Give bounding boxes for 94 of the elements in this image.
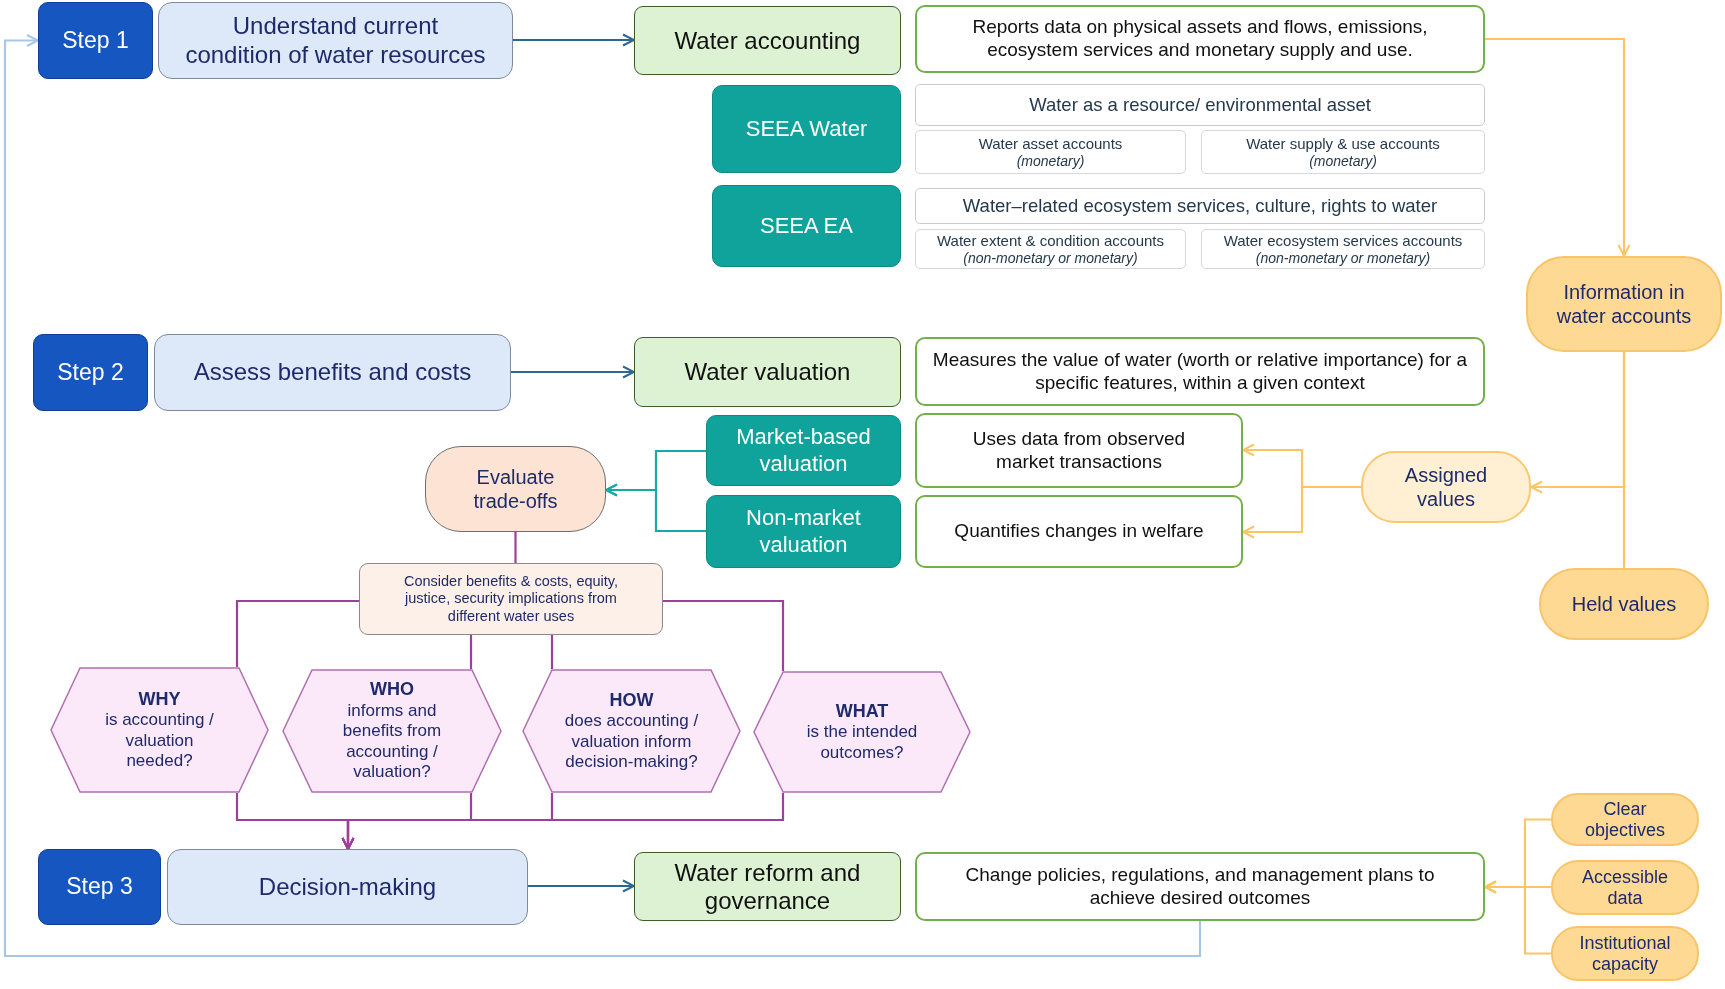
values-label: Held values [1571, 592, 1677, 616]
account-box [915, 229, 1186, 269]
arrow [1484, 880, 1551, 955]
category-label: Water as a resource/ environmental asset [1029, 93, 1371, 117]
account-title: Water ecosystem services accounts [1223, 232, 1463, 250]
question-hexagon [50, 667, 269, 793]
process-box [158, 2, 513, 79]
process-box [167, 849, 528, 925]
question-text: is the intended outcomes? [805, 722, 919, 764]
category-box [915, 84, 1485, 126]
factor-label: Clear objectives [1583, 798, 1666, 841]
account-note: (non-monetary or monetary) [1255, 249, 1431, 266]
connector-line [1622, 352, 1626, 568]
question-heading: HOW [609, 689, 654, 712]
framework-label: SEEA Water [745, 115, 868, 143]
arrow [3, 34, 1202, 958]
evaluation-label: Evaluate trade-offs [472, 465, 559, 513]
description-text: Change policies, regulations, and management plans to achieve desired outcomes [964, 863, 1436, 910]
factor-label: Institutional capacity [1578, 932, 1672, 975]
question-heading: WHO [370, 679, 414, 701]
topic-label: Water valuation [684, 358, 851, 386]
evaluation-box [425, 446, 606, 532]
description-text: Quantifies changes in welfare [954, 520, 1204, 543]
connector-line [550, 635, 554, 669]
question-hexagon [282, 669, 502, 793]
framework-box [712, 85, 901, 173]
process-label: Decision-making [258, 872, 437, 902]
factor-pill [1551, 793, 1699, 846]
description-box [915, 495, 1243, 568]
description-box [915, 413, 1243, 488]
framework-box [712, 185, 901, 267]
account-note: (non-monetary or monetary) [963, 249, 1138, 266]
consideration-text: Consider benefits & costs, equity, justice, security implications from different water uses [402, 572, 620, 626]
question-heading: WHY [138, 688, 181, 711]
values-label: Assigned values [1403, 463, 1489, 511]
question-hexagon [522, 669, 741, 793]
framework-label: Market-based valuation [735, 424, 872, 477]
description-box [915, 5, 1485, 73]
category-box [915, 188, 1485, 224]
account-title: Water supply & use accounts [1246, 135, 1440, 153]
framework-label: Non-market valuation [745, 505, 862, 558]
step-badge [38, 2, 153, 79]
factor-label: Accessible data [1580, 866, 1669, 909]
description-box [915, 337, 1485, 406]
description-text: Measures the value of water (worth or relative importance) for a specific features, within a given context [931, 348, 1469, 395]
account-note: (monetary) [1016, 152, 1085, 169]
connector-line [663, 599, 785, 671]
step-label: Step 2 [57, 358, 124, 387]
account-note: (monetary) [1309, 152, 1377, 169]
step-badge [38, 849, 161, 925]
arrow [1242, 485, 1361, 539]
arrow [605, 483, 706, 533]
values-pill [1526, 256, 1722, 352]
topic-box [634, 852, 901, 921]
step-label: Step 1 [62, 26, 129, 55]
question-heading: WHAT [835, 700, 889, 723]
connector-line [235, 599, 359, 667]
framework-label: SEEA EA [760, 212, 853, 240]
step-label: Step 3 [66, 873, 133, 901]
arrow [513, 33, 635, 47]
question-hexagon [753, 671, 971, 793]
description-text: Reports data on physical assets and flows, emissions, ecosystem services and monetary supply and use. [971, 16, 1429, 62]
process-label: Understand current condition of water resources [184, 11, 487, 70]
connector-line [514, 532, 517, 563]
description-text: Uses data from observed market transactions [971, 427, 1187, 474]
process-label: Assess benefits and costs [193, 358, 472, 387]
topic-box [634, 337, 901, 407]
account-title: Water extent & condition accounts [936, 232, 1165, 250]
framework-box [706, 495, 901, 568]
consideration-box [359, 563, 663, 635]
category-label: Water–related ecosystem services, culture, rights to water [962, 194, 1438, 218]
values-label: Information in water accounts [1555, 280, 1693, 328]
arrow [1485, 37, 1631, 257]
account-box [1201, 229, 1485, 269]
connector-line [469, 635, 473, 669]
topic-box [634, 6, 901, 75]
question-text: does accounting / valuation inform decision-making? [563, 711, 700, 773]
process-box [154, 334, 511, 411]
question-text: is accounting / valuation needed? [104, 710, 215, 772]
framework-box [706, 415, 901, 486]
topic-label: Water accounting [674, 26, 861, 55]
arrow [511, 365, 635, 379]
description-box [915, 852, 1485, 921]
question-text: informs and benefits from accounting / valuation? [341, 701, 443, 783]
topic-label: Water reform and governance [673, 858, 862, 915]
account-title: Water asset accounts [978, 135, 1123, 153]
factor-pill [1551, 860, 1699, 915]
values-pill [1361, 451, 1531, 523]
arrow [528, 879, 635, 893]
account-box [1201, 130, 1485, 174]
step-badge [33, 334, 148, 411]
arrow [341, 793, 785, 850]
account-box [915, 130, 1186, 174]
factor-pill [1551, 926, 1699, 981]
